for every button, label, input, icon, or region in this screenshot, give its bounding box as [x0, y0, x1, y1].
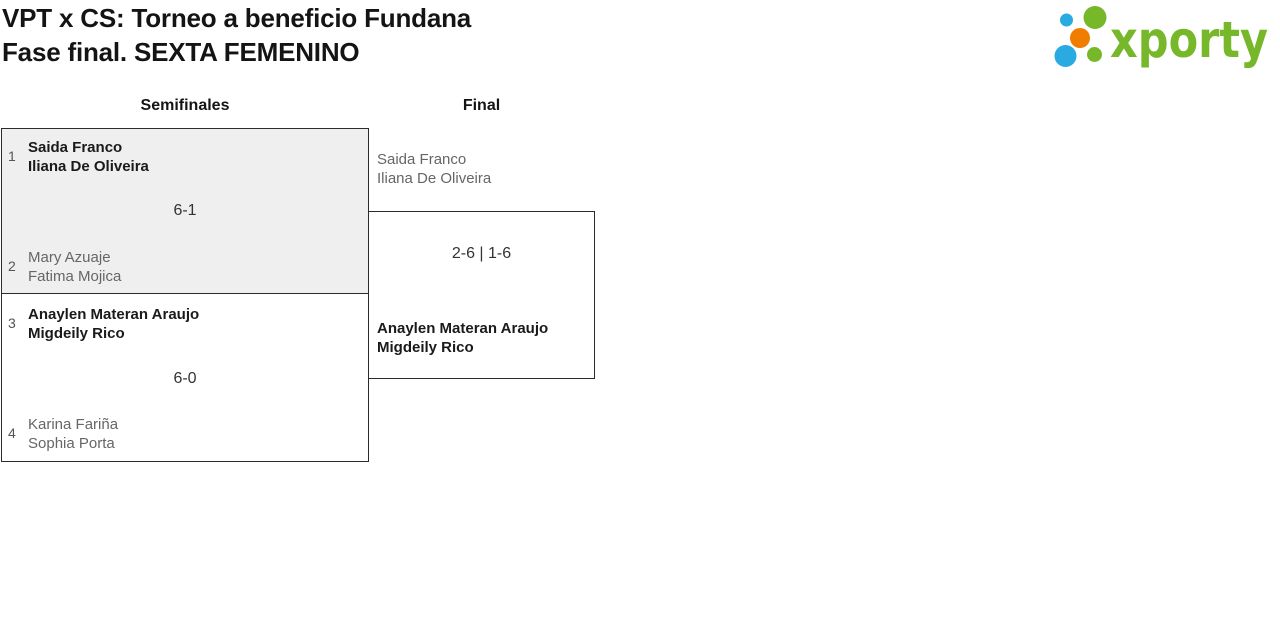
player-name: Iliana De Oliveira [377, 170, 492, 187]
final-winner-team-names: Anaylen Materan Araujo Migdeily Rico [377, 319, 548, 357]
seed-number: 3 [8, 315, 16, 331]
xporty-logo[interactable]: xporty [1046, 2, 1274, 70]
player-name: Mary Azuaje [28, 249, 111, 266]
team-names: Mary Azuaje Fatima Mojica [28, 248, 121, 286]
seed-number: 1 [8, 148, 16, 164]
page-title: VPT x CS: Torneo a beneficio Fundana Fas… [2, 1, 471, 69]
player-name: Anaylen Materan Araujo [377, 320, 549, 337]
player-name: Saida Franco [377, 151, 467, 168]
player-name: Saida Franco [28, 139, 123, 156]
player-name: Karina Fariña [28, 416, 119, 433]
team-names: Saida Franco Iliana De Oliveira [28, 138, 149, 176]
match-card-semifinal-1: 1 Saida Franco Iliana De Oliveira 6-1 2 … [1, 128, 369, 294]
round-header-semifinals: Semifinales [140, 97, 230, 114]
seed-number: 4 [8, 425, 16, 441]
xporty-logo-text: xporty [1110, 11, 1268, 69]
match-score: 2-6 | 1-6 [451, 245, 512, 262]
match-card-semifinal-2: 3 Anaylen Materan Araujo Migdeily Rico 6… [1, 293, 369, 462]
seed-number: 2 [8, 258, 16, 274]
player-name: Migdeily Rico [377, 339, 474, 356]
match-card-final: 2-6 | 1-6 Anaylen Materan Araujo Migdeil… [368, 211, 595, 379]
match-score: 6-0 [173, 370, 197, 387]
tournament-name: VPT x CS: Torneo a beneficio Fundana [2, 3, 472, 33]
xporty-dots-icon [1054, 6, 1107, 67]
player-name: Anaylen Materan Araujo [28, 306, 200, 323]
final-top-team-names: Saida Franco Iliana De Oliveira [377, 150, 491, 188]
team-names: Karina Fariña Sophia Porta [28, 415, 118, 453]
team-names: Anaylen Materan Araujo Migdeily Rico [28, 305, 199, 343]
player-name: Sophia Porta [28, 435, 115, 452]
phase-category: Fase final. SEXTA FEMENINO [2, 37, 360, 67]
round-header-final: Final [462, 97, 501, 114]
player-name: Migdeily Rico [28, 325, 125, 342]
match-score: 6-1 [173, 202, 197, 219]
player-name: Fatima Mojica [28, 268, 122, 285]
player-name: Iliana De Oliveira [28, 158, 149, 175]
